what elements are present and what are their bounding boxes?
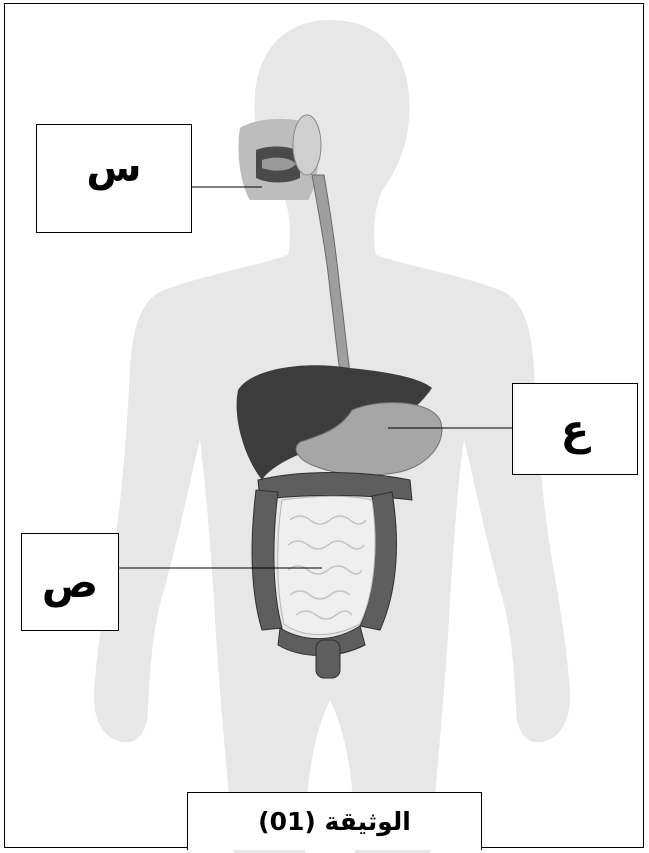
small-intestine [278,496,375,634]
intestine-label: ص [42,558,99,607]
mouth-label: س [86,145,141,191]
stomach-label-box: ع [512,383,638,475]
document-caption-text: الوثيقة (01) [258,807,411,836]
document-caption: الوثيقة (01) [187,792,482,850]
intestine-label-box: ص [21,533,119,631]
mouth-label-box: س [36,124,192,233]
stomach-label: ع [561,405,590,454]
